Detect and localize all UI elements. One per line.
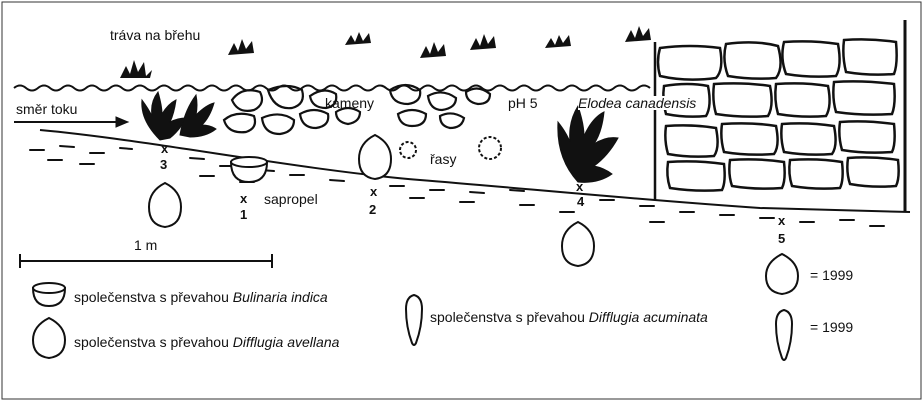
site-1-mark: x [240,192,247,205]
legend-avellana-prefix: společenstva s převahou [74,334,233,350]
legend-acuminata: společenstva s převahou Difflugia acumin… [430,310,708,324]
bank-grass-label: tráva na břehu [110,28,200,42]
legend-bulinaria-species: Bulinaria indica [233,289,328,305]
ph-label: pH 5 [508,96,538,110]
site-4-mark: x [576,180,583,193]
site-2-number: 2 [369,203,376,216]
flow-direction-label: směr toku [16,102,77,116]
elodea-label: Elodea canadensis [578,96,696,110]
legend-acuminata-species: Difflugia acuminata [589,309,708,325]
legend-bulinaria-prefix: společenstva s převahou [74,289,233,305]
year-acuminata: = 1999 [810,320,853,334]
scale-label: 1 m [134,238,157,252]
flow-arrow [14,117,128,127]
legend-bulinaria: společenstva s převahou Bulinaria indica [74,290,328,304]
elodea-plant [558,106,618,182]
site-5-mark: x [778,214,785,227]
sapropel-label: sapropel [264,192,318,206]
water-surface [14,86,650,91]
site-3-number: 3 [160,158,167,171]
algae-label: řasy [430,152,456,166]
site-4-number: 4 [577,195,584,208]
rock-wall [655,20,905,212]
plant-site-3 [142,92,216,140]
stones-label: kameny [325,96,374,110]
legend-avellana-species: Difflugia avellana [233,334,340,350]
site-5-number: 5 [778,232,785,245]
legend-avellana: společenstva s převahou Difflugia avella… [74,335,339,349]
site-1-number: 1 [240,208,247,221]
legend-acuminata-prefix: společenstva s převahou [430,309,589,325]
year-avellana: = 1999 [810,268,853,282]
scale-bar [20,254,272,268]
site-3-mark: x [161,142,168,155]
site-2-mark: x [370,185,377,198]
